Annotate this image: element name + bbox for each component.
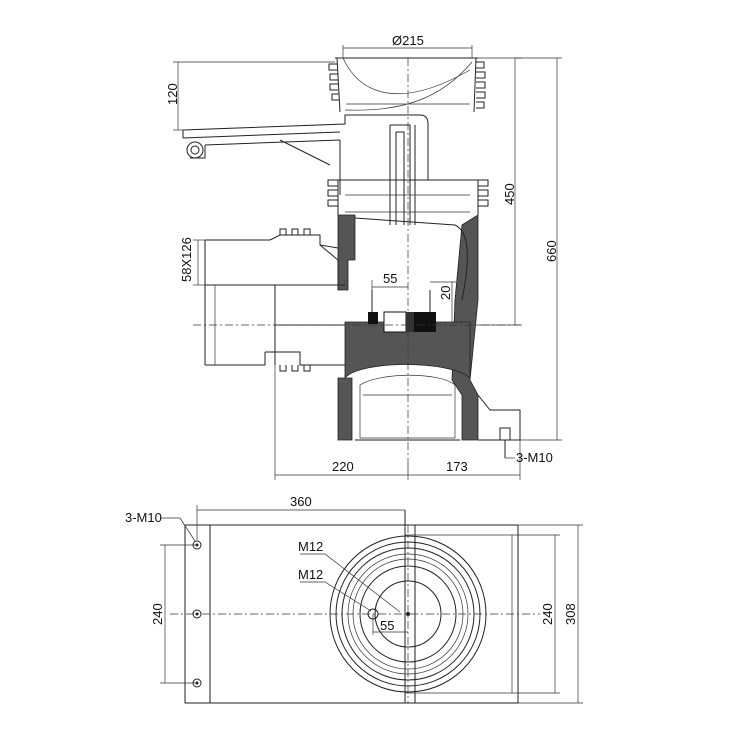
m10-bolt (499, 427, 511, 458)
dim-label-d360: 360 (290, 494, 312, 509)
dim-label-m10-front: 3-M10 (516, 450, 553, 465)
middle-ribs (327, 179, 489, 215)
dim-label-d20: 20 (438, 286, 453, 300)
dim-label-d660: 660 (544, 240, 559, 262)
dim-label-d120: 120 (165, 83, 180, 105)
top-neck (328, 57, 486, 113)
dim-label-m12-center: M12 (298, 539, 323, 554)
dim-label-m12-offset: M12 (298, 567, 323, 582)
dim-label-d173: 173 (446, 459, 468, 474)
dim-label-d308: 308 (563, 603, 578, 625)
dim-label-d240-right: 240 (540, 603, 555, 625)
dim-label-d240-left: 240 (150, 603, 165, 625)
dim-label-m10-plan: 3-M10 (125, 510, 162, 525)
dim-label-d55-plan: 55 (380, 618, 394, 633)
dim-label-d215: Ø215 (392, 33, 424, 48)
plan-dimensions (160, 505, 583, 704)
front-view: Ø215 120 450 660 58X126 55 20 220 173 3-… (165, 33, 562, 480)
plan-view: 360 3-M10 M12 M12 55 240 240 308 (125, 494, 583, 704)
side-bushing (204, 228, 345, 372)
plan-dim-labels: 360 3-M10 M12 M12 55 240 240 308 (125, 494, 578, 633)
dim-label-d55-top: 55 (383, 271, 397, 286)
dim-label-d58x126: 58X126 (179, 237, 194, 282)
dim-label-d220: 220 (332, 459, 354, 474)
conductor-arm (182, 114, 429, 225)
front-dimensions (173, 45, 562, 480)
front-dim-labels: Ø215 120 450 660 58X126 55 20 220 173 3-… (165, 33, 559, 474)
dim-label-d450: 450 (502, 183, 517, 205)
main-body (337, 214, 521, 441)
